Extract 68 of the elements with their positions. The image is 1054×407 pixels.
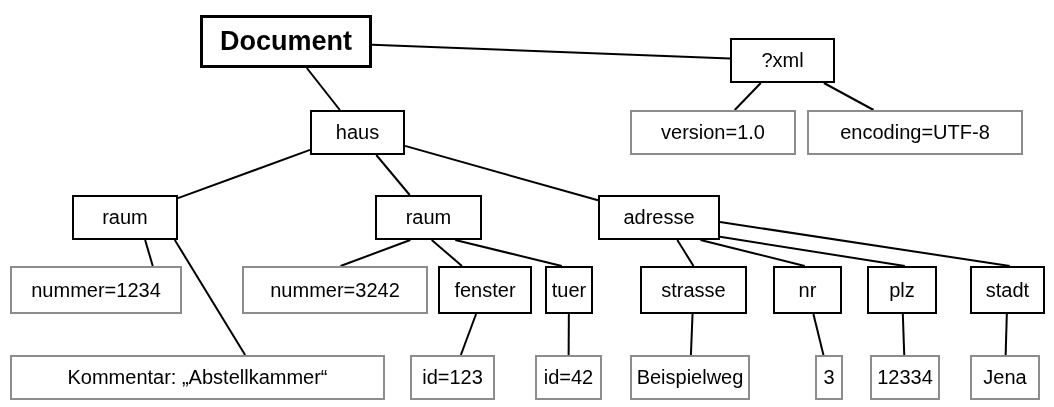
attribute-box <box>630 110 796 155</box>
attribute-box <box>10 355 385 400</box>
node-label: nr <box>798 278 817 302</box>
connector-line <box>459 313 478 356</box>
connector-line <box>404 144 599 202</box>
element-box <box>545 266 593 314</box>
node-label: plz <box>889 278 915 302</box>
connector-line <box>699 239 806 267</box>
attribute-box <box>535 355 602 400</box>
element-box <box>72 195 178 240</box>
node-label: Document <box>220 26 352 57</box>
element-box <box>640 266 747 314</box>
connector-line <box>173 239 247 356</box>
attribute-box <box>970 355 1040 400</box>
element-box <box>730 38 835 83</box>
connector-line <box>812 313 825 356</box>
connector-line <box>567 313 570 356</box>
node-label: encoding=UTF-8 <box>840 121 990 144</box>
node-label: raum <box>102 206 148 229</box>
element-box <box>867 266 937 314</box>
node-label: Kommentar: „Abstellkammer“ <box>67 366 328 389</box>
connector-line <box>305 67 341 111</box>
connector-line <box>719 221 1011 267</box>
node-label: tuer <box>551 278 587 302</box>
connector-line <box>375 154 411 196</box>
node-label: 3 <box>823 366 835 389</box>
connector-line <box>719 235 906 267</box>
node-label: Beispielweg <box>636 366 744 389</box>
attribute-box <box>630 355 750 400</box>
connector-line <box>1004 313 1008 356</box>
attribute-box <box>807 110 1023 155</box>
connector-line <box>822 82 875 111</box>
node-label: stadt <box>985 278 1030 302</box>
node-label: version=1.0 <box>661 121 765 144</box>
connector-line <box>689 313 694 356</box>
node-label: Jena <box>983 366 1027 389</box>
attribute-box <box>870 355 940 400</box>
attribute-box <box>10 266 182 314</box>
node-label: haus <box>335 121 380 144</box>
node-label: id=42 <box>543 366 594 389</box>
element-box <box>970 266 1045 314</box>
element-box <box>310 110 405 155</box>
element-box <box>598 195 720 240</box>
connector-line <box>430 239 463 267</box>
node-label: 12334 <box>877 366 933 389</box>
node-label: raum <box>405 206 452 229</box>
node-label: fenster <box>454 278 516 302</box>
attribute-box <box>815 355 843 400</box>
connector-line <box>676 239 695 267</box>
attribute-box <box>242 266 428 314</box>
connector-line <box>733 82 762 111</box>
node-label: nummer=1234 <box>31 278 161 302</box>
node-label: id=123 <box>422 366 483 389</box>
node-label: nummer=3242 <box>270 278 400 302</box>
connector-line <box>454 239 563 267</box>
element-box <box>200 15 372 68</box>
connector-line <box>144 239 154 267</box>
connector-line <box>177 148 311 200</box>
node-label: adresse <box>623 206 695 229</box>
attribute-box <box>410 355 495 400</box>
node-label: strasse <box>661 278 726 302</box>
node-label: ?xml <box>761 49 804 72</box>
connector-line <box>901 313 906 356</box>
connector-line <box>371 43 731 60</box>
element-box <box>773 266 842 314</box>
connector-line <box>339 239 412 267</box>
element-box <box>375 195 482 240</box>
element-box <box>438 266 532 314</box>
